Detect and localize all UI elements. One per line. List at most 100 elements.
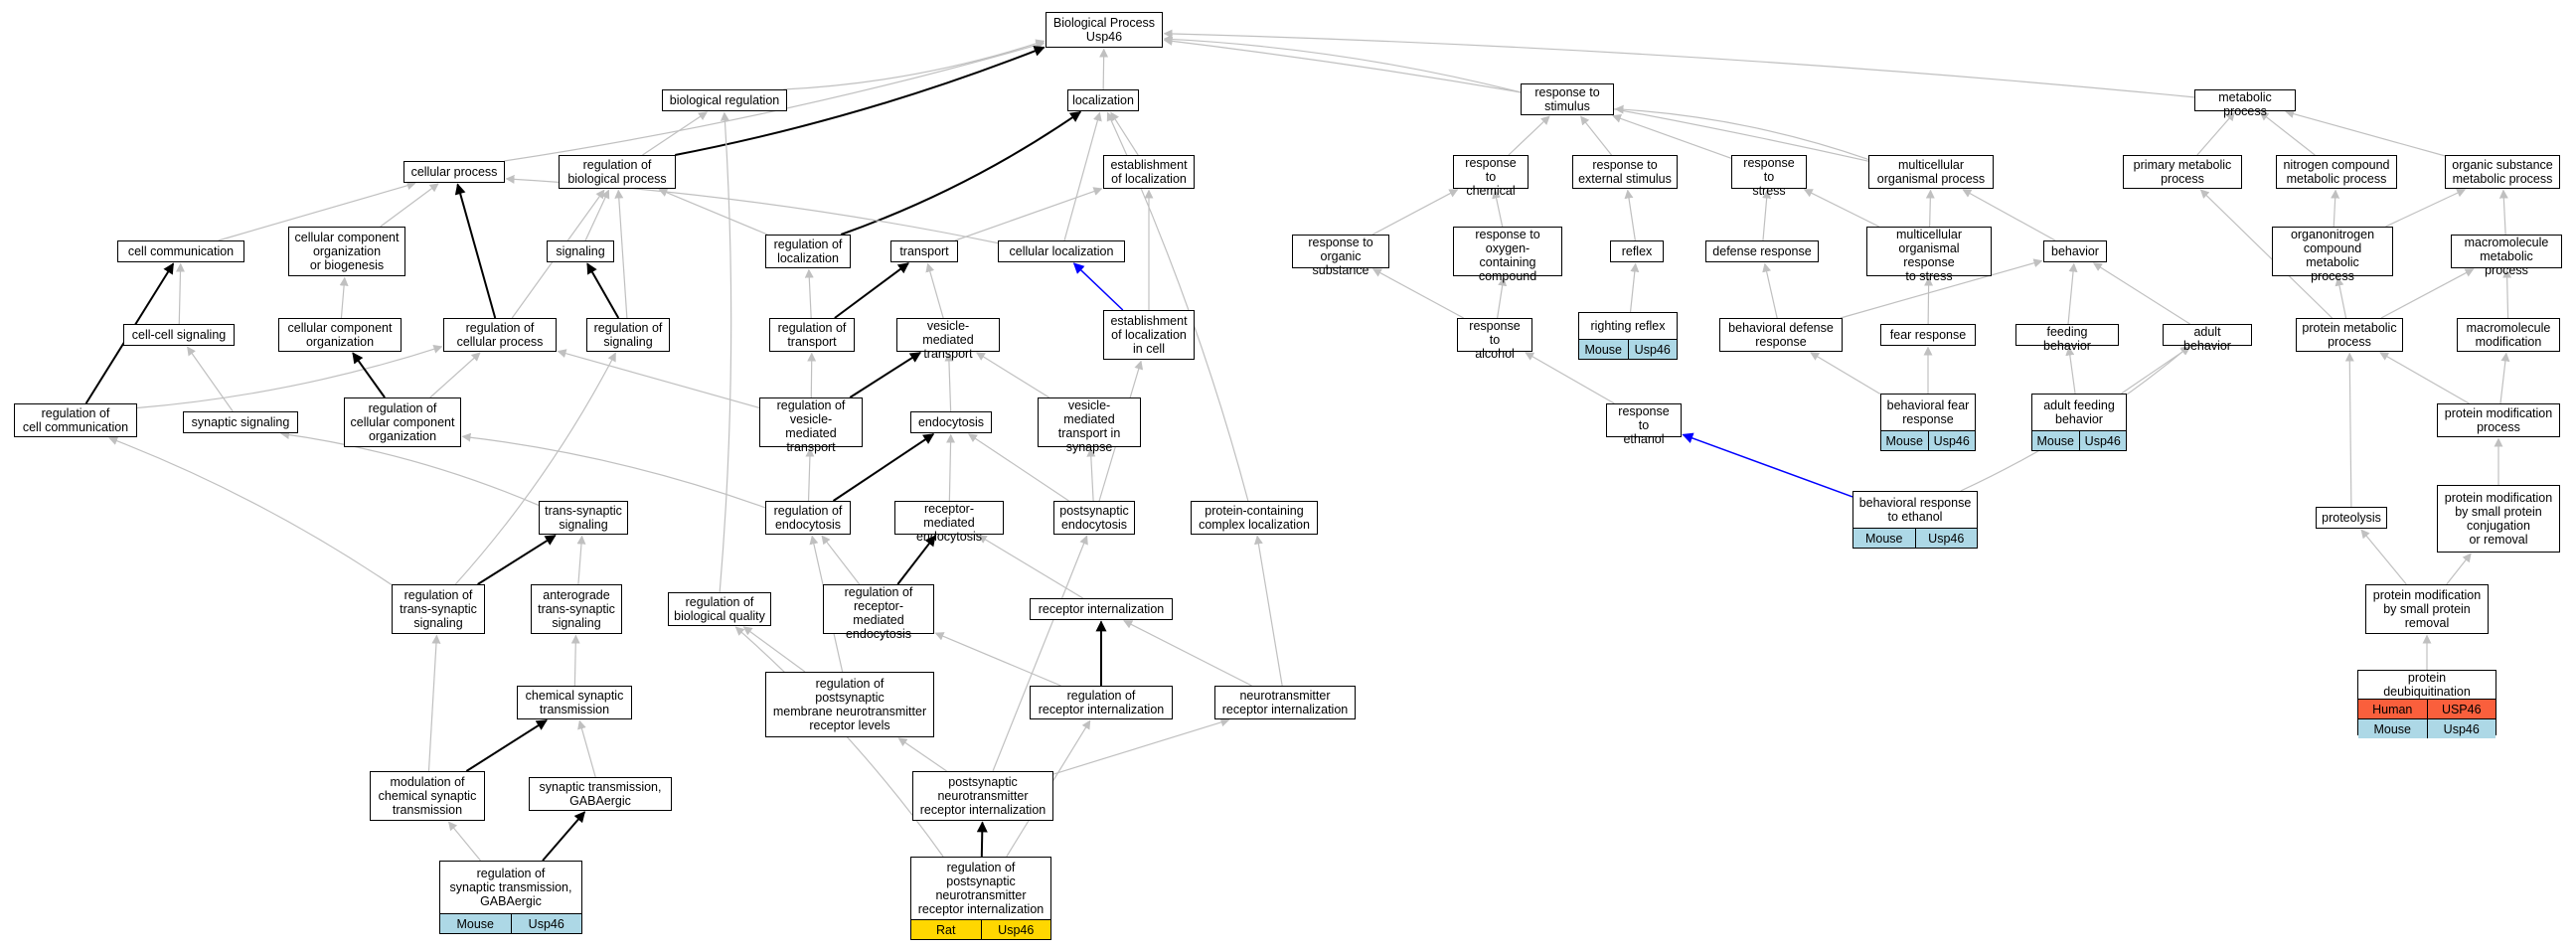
go-term-node-pccl[interactable]: protein-containing complex localization (1191, 501, 1318, 535)
go-term-node-ntrecint[interactable]: neurotransmitter receptor internalizatio… (1214, 686, 1356, 719)
go-term-node-adultbeh[interactable]: adult behavior (2163, 324, 2252, 353)
edge-regrme-to-rme (896, 535, 936, 585)
edge-regvmt-to-regtrans (807, 352, 817, 398)
go-term-node-regpostnt[interactable]: regulation of postsynaptic neurotransmit… (910, 857, 1051, 940)
go-term-node-fear[interactable]: fear response (1880, 324, 1976, 346)
go-term-label: postsynaptic neurotransmitter receptor i… (919, 775, 1046, 817)
go-term-node-reflex[interactable]: reflex (1610, 240, 1664, 262)
go-term-label: response to stress (1743, 156, 1795, 198)
go-term-node-ccsig[interactable]: cell-cell signaling (123, 324, 235, 346)
go-term-node-regrecint[interactable]: regulation of receptor internalization (1030, 686, 1173, 719)
go-term-node-transsyn[interactable]: trans-synaptic signaling (539, 501, 628, 535)
go-term-node-protmet[interactable]: protein metabolic process (2296, 318, 2403, 352)
go-term-node-cellp[interactable]: cellular process (403, 161, 505, 183)
go-term-node-synsig[interactable]: synaptic signaling (183, 411, 298, 433)
go-term-node-regtrans[interactable]: regulation of transport (769, 318, 855, 352)
go-term-node-nitro[interactable]: nitrogen compound metabolic process (2276, 155, 2397, 189)
go-term-node-endo[interactable]: endocytosis (910, 411, 992, 433)
go-term-node-estcell[interactable]: establishment of localization in cell (1103, 310, 1195, 360)
go-term-node-regloc[interactable]: regulation of localization (765, 235, 851, 268)
go-term-node-transport[interactable]: transport (890, 240, 958, 262)
go-term-node-reggaba[interactable]: regulation of synaptic transmission, GAB… (439, 861, 582, 934)
go-term-node-orgnitro[interactable]: organonitrogen compound metabolic proces… (2272, 227, 2393, 283)
go-term-node-chemsyn[interactable]: chemical synaptic transmission (517, 686, 632, 719)
go-term-node-rext[interactable]: response to external stimulus (1572, 155, 1678, 189)
go-term-node-regendo[interactable]: regulation of endocytosis (765, 501, 851, 535)
go-term-node-breg[interactable]: biological regulation (662, 89, 787, 111)
edge-regts-to-regcc (108, 436, 393, 586)
edge-protmet-to-macromet (2380, 268, 2475, 319)
go-term-node-ccorg[interactable]: cellular component organization or bioge… (288, 227, 405, 276)
go-term-node-metab[interactable]: metabolic process (2194, 89, 2296, 118)
gene-symbol: Usp46 (510, 914, 582, 933)
edge-protmet-to-primet (2199, 189, 2334, 319)
species-name: Mouse (2373, 721, 2412, 736)
go-term-node-primet[interactable]: primary metabolic process (2123, 155, 2242, 189)
go-term-node-bp[interactable]: Biological Process Usp46 (1046, 12, 1163, 48)
go-term-node-regsig[interactable]: regulation of signaling (586, 318, 670, 352)
go-term-node-multorg[interactable]: multicellular organismal process (1868, 155, 1994, 189)
species-name: Human (2372, 702, 2413, 716)
edge-behfear-to-behdef (1810, 352, 1881, 395)
go-term-node-roxy[interactable]: response to oxygen-containing compound (1453, 227, 1562, 283)
go-term-label: regulation of signaling (593, 321, 663, 349)
go-term-node-cellloc[interactable]: cellular localization (998, 240, 1125, 262)
edge-regcc-to-regcp (136, 344, 443, 409)
go-term-node-rorg[interactable]: response to organic substance (1292, 235, 1389, 277)
go-term-node-regpost[interactable]: regulation of postsynaptic membrane neur… (765, 672, 934, 737)
edge-proteolysis-to-protmet (2344, 352, 2354, 508)
go-term-node-gaba[interactable]: synaptic transmission, GABAergic (529, 777, 672, 811)
go-term-node-vmt[interactable]: vesicle-mediated transport (896, 318, 1000, 361)
go-term-node-multstress[interactable]: multicellular organismal response to str… (1866, 227, 1992, 283)
go-term-node-estloc[interactable]: establishment of localization (1103, 155, 1195, 189)
go-term-node-proteolysis[interactable]: proteolysis (2316, 507, 2387, 529)
go-term-node-signal[interactable]: signaling (547, 240, 614, 262)
edge-regbp-to-bp (675, 46, 1046, 156)
go-term-label: vesicle-mediated transport (922, 319, 974, 361)
go-term-node-postendo[interactable]: postsynaptic endocytosis (1053, 501, 1135, 535)
go-term-node-regrme[interactable]: regulation of receptor-mediated endocyto… (823, 584, 934, 641)
go-term-node-regccorg[interactable]: regulation of cellular component organiz… (344, 397, 461, 447)
gene-symbol: Usp46 (1627, 340, 1678, 359)
edge-regrme-to-regendo (821, 535, 861, 585)
go-term-node-rme[interactable]: receptor-mediated endocytosis (894, 501, 1004, 544)
go-term-node-rethanol[interactable]: response to ethanol (1606, 403, 1682, 446)
go-term-node-regcc[interactable]: regulation of cell communication (14, 403, 137, 437)
go-term-node-behavior[interactable]: behavior (2043, 240, 2107, 262)
go-term-node-cellcomm[interactable]: cell communication (117, 240, 244, 262)
go-term-node-regcp[interactable]: regulation of cellular process (443, 318, 557, 352)
go-term-node-orgsub[interactable]: organic substance metabolic process (2445, 155, 2560, 189)
go-term-node-antero[interactable]: anterograde trans-synaptic signaling (531, 584, 622, 634)
go-term-node-loc[interactable]: localization (1067, 89, 1139, 111)
go-term-node-regvmt[interactable]: regulation of vesicle-mediated transport (759, 397, 863, 454)
go-term-node-regbp[interactable]: regulation of biological process (559, 155, 676, 189)
go-term-node-recint[interactable]: receptor internalization (1030, 598, 1173, 620)
go-term-node-vmtsyn[interactable]: vesicle-mediated transport in synapse (1038, 397, 1141, 454)
go-term-node-modchem[interactable]: modulation of chemical synaptic transmis… (370, 771, 485, 821)
go-term-node-rstress[interactable]: response to stress (1731, 155, 1807, 198)
gene-symbol: Usp46 (2078, 431, 2127, 450)
go-term-node-regts[interactable]: regulation of trans-synaptic signaling (392, 584, 485, 634)
go-term-node-rstim[interactable]: response to stimulus (1521, 83, 1614, 115)
go-term-label: regulation of cellular process (456, 321, 544, 349)
edge-cellcomm-to-cellp (218, 181, 416, 241)
go-term-node-ccorg2[interactable]: cellular component organization (278, 318, 402, 352)
go-term-node-behdef[interactable]: behavioral defense response (1719, 318, 1843, 352)
go-term-node-pmconj[interactable]: protein modification by small protein co… (2437, 485, 2560, 553)
go-term-node-ralc[interactable]: response to alcohol (1457, 318, 1532, 361)
go-term-node-protmod[interactable]: protein modification process (2437, 403, 2560, 437)
go-term-node-rchem[interactable]: response to chemical (1453, 155, 1529, 198)
go-term-node-macromod[interactable]: macromolecule modification (2457, 318, 2560, 352)
go-term-node-defresp[interactable]: defense response (1705, 240, 1819, 262)
go-term-node-regbq[interactable]: regulation of biological quality (668, 592, 771, 626)
go-term-node-postnt[interactable]: postsynaptic neurotransmitter receptor i… (912, 771, 1053, 821)
go-term-node-feeding[interactable]: feeding behavior (2015, 324, 2119, 353)
go-term-node-macromet[interactable]: macromolecule metabolic process (2451, 235, 2562, 277)
go-term-node-pmrem[interactable]: protein modification by small protein re… (2365, 584, 2489, 634)
